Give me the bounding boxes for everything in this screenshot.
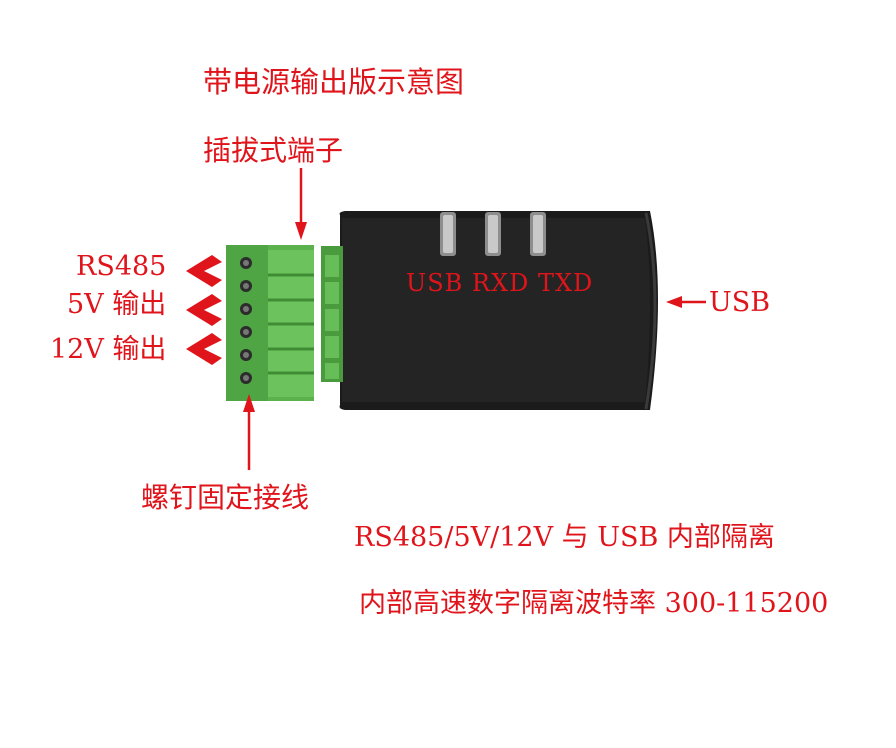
plug-terminal-label: 插拔式端子 — [203, 134, 344, 167]
usb-port-label: USB — [709, 287, 771, 318]
pcb-header — [321, 246, 343, 382]
rs485-label: RS485 — [76, 251, 167, 282]
5v-output-label: 5V 输出 — [67, 289, 167, 320]
screw-terminal-label: 螺钉固定接线 — [141, 481, 310, 514]
terminal-block — [226, 245, 314, 401]
chevron-left-icon-12v — [186, 333, 222, 365]
isolation-note: RS485/5V/12V 与 USB 内部隔离 — [354, 522, 775, 553]
baud-rate-note: 内部高速数字隔离波特率 300-115200 — [359, 588, 829, 619]
page-title: 带电源输出版示意图 — [203, 65, 465, 99]
chevron-left-icon-rs485 — [186, 255, 222, 287]
led-windows — [440, 212, 546, 256]
arrows — [243, 168, 706, 470]
led-indicator-label: USB RXD TXD — [406, 269, 594, 297]
chevron-markers — [186, 255, 222, 365]
chevron-left-icon-5v — [186, 294, 222, 326]
converter-body — [339, 211, 658, 410]
12v-output-label: 12V 输出 — [50, 334, 167, 365]
